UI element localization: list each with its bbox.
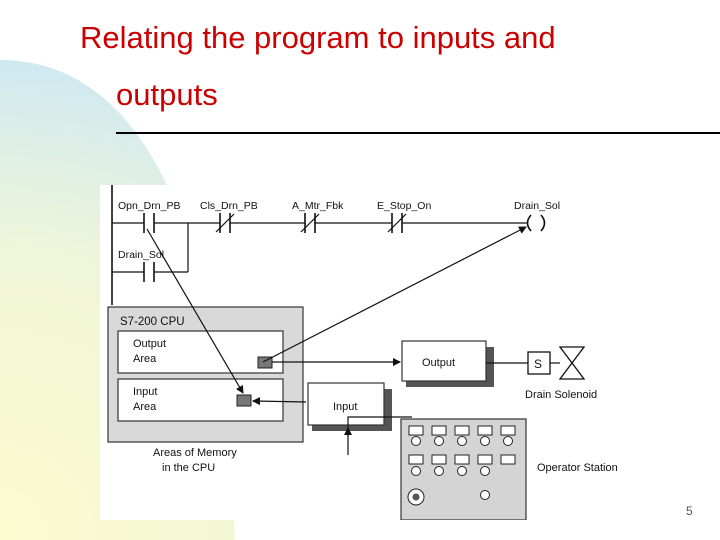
output-module: Output <box>401 340 494 387</box>
emergency-stop-icon <box>412 493 420 501</box>
branch-contact-drain-sol <box>112 223 189 282</box>
contact-e-stop-on <box>387 213 407 233</box>
drain-solenoid-label: Drain Solenoid <box>525 389 597 401</box>
valve-icon <box>558 346 586 380</box>
cpu-caption-1: Areas of Memory <box>153 447 237 459</box>
ladder-rung: Opn_Drn_PB Cls_Drn_PB A_Mtr_Fbk E_Stop_O… <box>111 185 560 305</box>
input-module: Input <box>307 382 392 431</box>
label-e-stop-on: E_Stop_On <box>377 200 431 212</box>
contact-cls-drn-pb <box>215 213 235 233</box>
input-area-label-1: Input <box>133 386 157 398</box>
contact-a-mtr-fbk <box>300 213 320 233</box>
output-area-label-1: Output <box>133 338 166 350</box>
operator-station <box>400 418 527 520</box>
label-coil-drain-sol: Drain_Sol <box>514 200 560 212</box>
arrow-contact-to-input-bit <box>146 228 244 394</box>
cpu-title: S7-200 CPU <box>120 316 185 328</box>
output-area-box <box>117 330 284 374</box>
plc-io-diagram: Opn_Drn_PB Cls_Drn_PB A_Mtr_Fbk E_Stop_O… <box>100 185 720 520</box>
label-cls-drn-pb: Cls_Drn_PB <box>200 200 258 212</box>
slide-title-line-2: outputs <box>116 77 218 112</box>
input-module-label: Input <box>333 401 357 413</box>
slide-title-line-1: Relating the program to inputs and <box>80 20 556 55</box>
arrow-input-module-to-area <box>252 397 307 406</box>
coil-drain-sol <box>526 214 546 232</box>
output-module-label: Output <box>422 357 455 369</box>
label-opn-drn-pb: Opn_Drn_PB <box>118 200 180 212</box>
solenoid-symbol: S <box>534 357 542 371</box>
arrow-station-to-input-line <box>347 416 412 429</box>
title-underline <box>116 132 720 134</box>
label-a-mtr-fbk: A_Mtr_Fbk <box>292 200 344 212</box>
operator-station-label: Operator Station <box>537 462 618 474</box>
input-area-label-2: Area <box>133 401 157 413</box>
arrow-output-bit-to-coil <box>262 226 527 363</box>
label-branch-drain-sol: Drain_Sol <box>118 249 164 261</box>
s7-200-cpu: S7-200 CPU Output Area Input Area <box>107 306 304 443</box>
cpu-caption-2: in the CPU <box>162 462 215 474</box>
output-area-label-2: Area <box>133 353 157 365</box>
contact-opn-drn-pb <box>143 213 155 233</box>
page-number: 5 <box>686 504 693 518</box>
drain-solenoid: S <box>486 346 586 380</box>
input-memory-bit <box>236 394 252 407</box>
